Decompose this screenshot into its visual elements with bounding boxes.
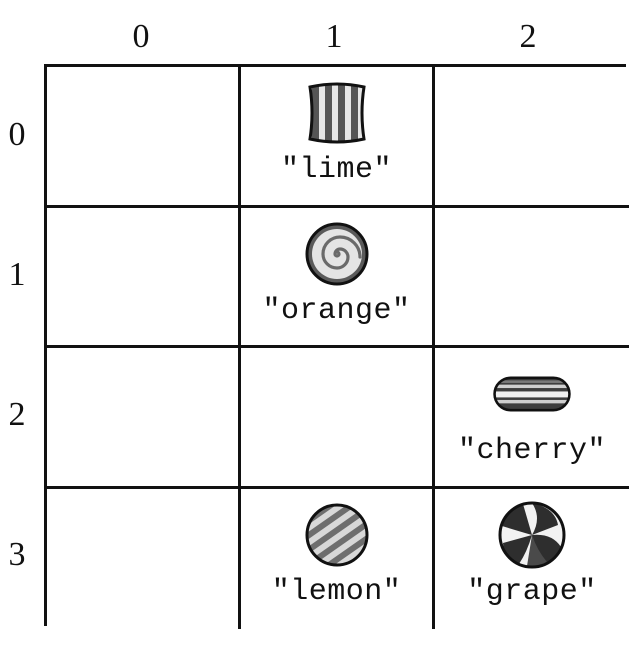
cell-1-2: [435, 208, 629, 348]
row-header-1: 1: [8, 256, 26, 293]
candy-label-cherry: "cherry": [457, 434, 607, 468]
cell-1-1: "orange": [241, 208, 435, 348]
row-header-0: 0: [8, 116, 26, 153]
column-header-2: 2: [519, 18, 537, 55]
cell-3-0: [47, 489, 241, 629]
cell-2-1: [241, 348, 435, 489]
cell-3-2: "grape": [435, 489, 629, 629]
candy-lime: "lime": [241, 79, 432, 187]
candy-lemon: "lemon": [241, 501, 432, 609]
candy-label-lime: "lime": [280, 153, 393, 187]
candy-label-lemon: "lemon": [271, 575, 402, 609]
column-header-0: 0: [132, 18, 150, 55]
cell-3-1: "lemon": [241, 489, 435, 629]
candy-orange: "orange": [241, 220, 432, 328]
striped-capsule-candy-icon: [492, 360, 572, 428]
swirl-round-candy-icon: [297, 220, 377, 288]
cell-0-1: "lime": [241, 67, 435, 208]
cell-2-2: "cherry": [435, 348, 629, 489]
candy-grid: "lime" "orange": [44, 64, 629, 629]
candy-grape: "grape": [435, 501, 629, 609]
candy-cherry: "cherry": [435, 360, 629, 468]
cell-0-0: [47, 67, 241, 208]
pinwheel-peppermint-candy-icon: [492, 501, 572, 569]
cell-2-0: [47, 348, 241, 489]
cell-0-2: [435, 67, 629, 208]
striped-square-candy-icon: [297, 79, 377, 147]
column-header-1: 1: [325, 18, 343, 55]
row-header-3: 3: [8, 536, 26, 573]
cell-1-0: [47, 208, 241, 348]
striped-ball-candy-icon: [297, 501, 377, 569]
candy-label-grape: "grape": [467, 575, 597, 609]
candy-label-orange: "orange": [262, 294, 411, 328]
row-header-2: 2: [8, 396, 26, 433]
